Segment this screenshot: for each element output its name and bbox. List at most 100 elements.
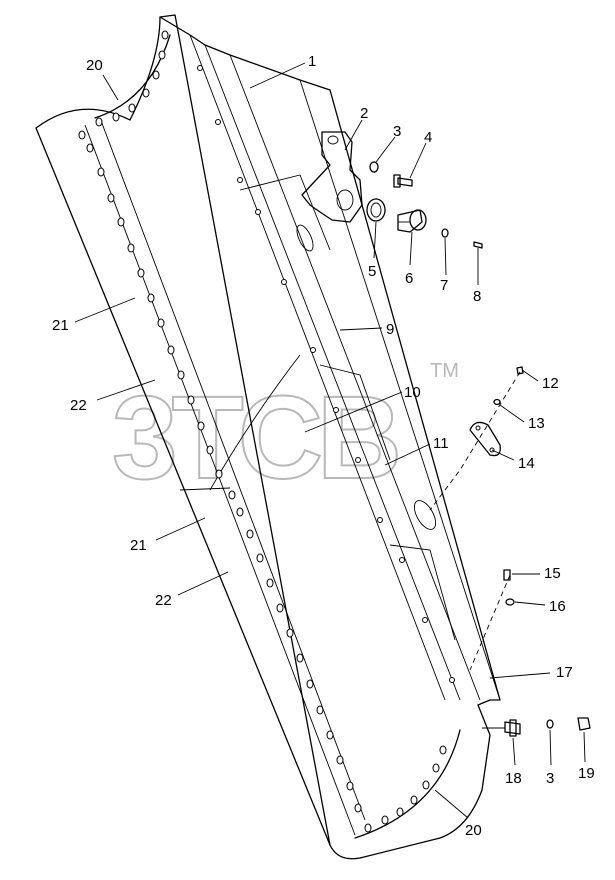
bottom-end-holes	[381, 745, 447, 825]
cover-assembly-line	[429, 371, 521, 511]
bolt-4-shank	[397, 177, 413, 187]
hole	[215, 469, 223, 479]
callout-11: 11	[433, 435, 449, 452]
leader-12	[521, 369, 539, 382]
hole	[206, 445, 214, 455]
hole	[256, 553, 264, 563]
hole	[266, 578, 274, 588]
callout-21-lower: 21	[130, 537, 147, 554]
ring-5-outer	[366, 198, 386, 222]
washer-16	[505, 598, 515, 606]
hole	[326, 730, 334, 740]
rib-middle-2	[319, 364, 391, 461]
top-end-plate	[94, 34, 171, 119]
callout-17: 17	[556, 664, 573, 681]
pin-6	[397, 209, 427, 233]
leader-17	[489, 672, 551, 679]
hole	[187, 395, 195, 405]
bolt-strip-edge-2	[99, 117, 366, 821]
rib-upper	[239, 174, 331, 251]
hole	[228, 490, 236, 500]
bolt-15	[503, 569, 511, 581]
hole	[246, 529, 254, 539]
blade-split-line	[179, 487, 231, 491]
pin-6-head	[409, 209, 427, 231]
leader-3-lower	[549, 729, 552, 766]
leader-16	[514, 601, 546, 606]
hole	[86, 143, 94, 153]
bolt	[449, 677, 455, 683]
hole	[354, 803, 362, 813]
bolt	[215, 119, 221, 125]
blade-front-edge	[35, 127, 331, 846]
callout-7: 7	[440, 277, 448, 294]
nut-19	[577, 717, 591, 731]
callout-1: 1	[308, 53, 316, 70]
leader-21-upper	[74, 297, 136, 323]
callout-19: 19	[578, 765, 595, 782]
leader-6	[409, 231, 413, 266]
callout-12: 12	[542, 375, 559, 392]
lower-hardware	[469, 569, 591, 737]
leader-5	[373, 221, 377, 259]
leader-7	[444, 237, 447, 276]
mount-bracket	[301, 131, 363, 223]
cover-14	[469, 421, 501, 457]
hole	[236, 507, 244, 517]
callout-22-lower: 22	[155, 592, 172, 609]
leader-1	[249, 62, 306, 89]
hole	[107, 193, 115, 203]
callout-20-top: 20	[86, 57, 103, 74]
washer-13	[493, 398, 501, 406]
blade-outline	[159, 14, 501, 860]
hole	[432, 763, 440, 773]
callout-4: 4	[424, 129, 432, 146]
frame-line-2	[204, 44, 461, 701]
leader-13	[499, 404, 525, 423]
bottom-end-plate	[354, 729, 461, 839]
ring-5	[366, 198, 386, 222]
leader-14	[491, 449, 515, 461]
frame-line-1	[189, 34, 446, 701]
leader-22-upper	[96, 379, 156, 401]
bracket-pin-bore	[336, 189, 354, 211]
ring-5-inner	[370, 202, 382, 218]
callout-16: 16	[549, 598, 566, 615]
callout-5: 5	[368, 263, 376, 280]
callout-22-upper: 22	[70, 397, 87, 414]
hole	[157, 318, 165, 328]
leader-20-top	[102, 74, 119, 101]
cover-14-group	[429, 366, 524, 511]
callout-13: 13	[528, 415, 545, 432]
hole	[346, 781, 354, 791]
washer-3	[369, 161, 379, 173]
hole	[127, 243, 135, 253]
blade-top-curve	[35, 16, 161, 129]
rib-lower	[389, 544, 456, 641]
hole	[147, 293, 155, 303]
bolt	[377, 517, 383, 523]
hole	[336, 755, 344, 765]
bolt-8	[473, 241, 483, 249]
bolt	[197, 65, 203, 71]
hole	[422, 780, 430, 790]
hole	[128, 103, 136, 113]
callout-14: 14	[518, 455, 535, 472]
hole	[364, 823, 372, 833]
leader-22-lower	[177, 571, 229, 596]
hole	[439, 745, 447, 755]
leader-19	[583, 731, 586, 763]
bolt	[355, 457, 361, 463]
leader-11	[384, 443, 431, 466]
hole	[306, 679, 314, 689]
washer-3-shape	[369, 161, 379, 173]
washer-7	[441, 228, 449, 238]
hole	[158, 50, 166, 60]
leader-18	[512, 737, 516, 766]
callout-3: 3	[393, 123, 401, 140]
leader-lines	[74, 62, 586, 819]
bolt	[422, 617, 428, 623]
hole	[197, 421, 205, 431]
hole	[95, 117, 103, 127]
leader-2	[344, 119, 363, 151]
